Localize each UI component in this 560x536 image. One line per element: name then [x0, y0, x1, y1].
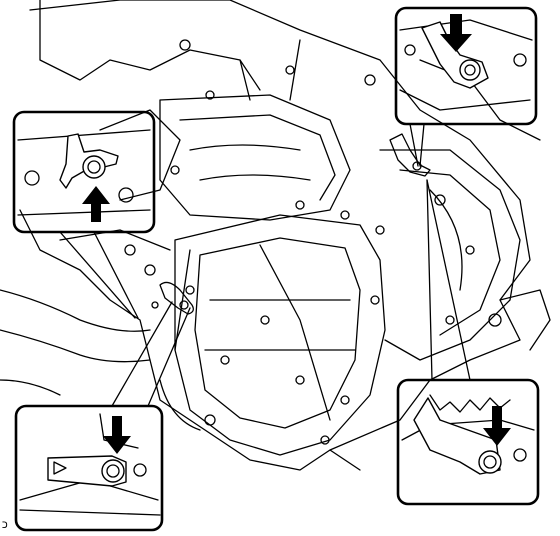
down-arrow-icon [483, 406, 511, 446]
corner-mark: כ [2, 519, 8, 531]
transmission-assembly [0, 0, 551, 471]
callout-top-left [12, 110, 156, 234]
down-arrow-icon [440, 14, 472, 52]
up-arrow-icon [82, 186, 110, 222]
callout-bottom-right [396, 378, 540, 506]
leader-lines [59, 123, 471, 407]
assembly-clamp-right [389, 133, 431, 177]
down-arrow-icon [103, 416, 131, 454]
callout-top-right [394, 6, 538, 126]
callout-bottom-left [14, 404, 164, 532]
assembly-clamp-left [159, 281, 194, 315]
